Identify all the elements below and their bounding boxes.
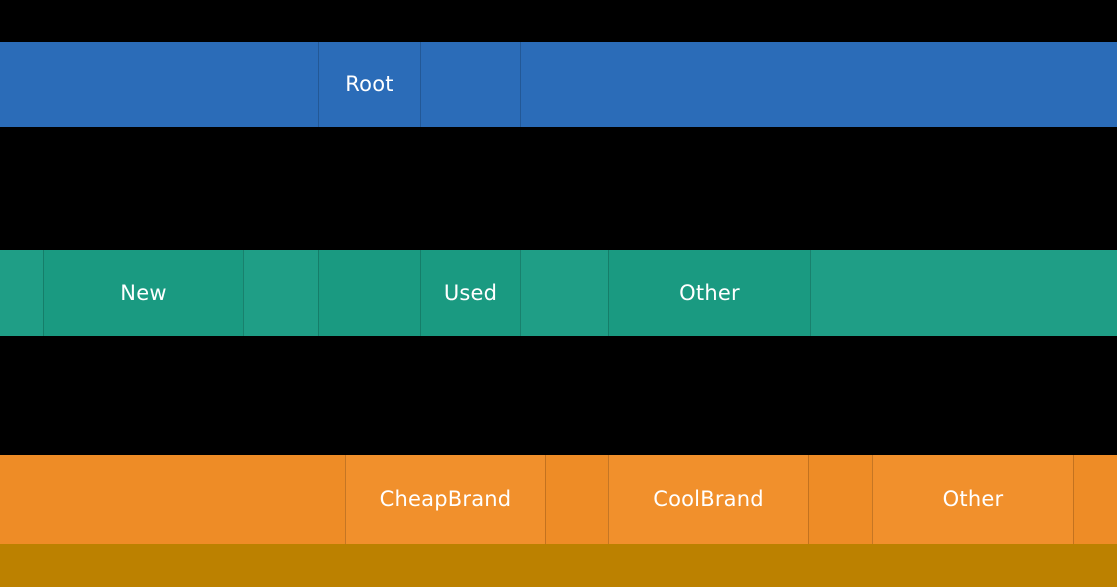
chart-segment[interactable]	[520, 250, 608, 336]
chart-level-brand-level: CheapBrand CoolBrand Other	[0, 455, 1117, 544]
chart-segment-label: CheapBrand	[379, 487, 512, 511]
chart-segment[interactable]	[0, 250, 43, 336]
chart-segment[interactable]	[243, 250, 318, 336]
chart-segment[interactable]	[1073, 455, 1117, 544]
chart-segment[interactable]	[318, 250, 420, 336]
chart-segment[interactable]	[810, 250, 1117, 336]
chart-segment-label: Other	[679, 280, 740, 305]
chart-segment-label: New	[120, 280, 167, 305]
chart-segment[interactable]	[520, 42, 1117, 127]
chart-segment[interactable]	[420, 42, 520, 127]
chart-segment[interactable]	[0, 455, 345, 544]
chart-segment-label: Used	[443, 280, 498, 305]
chart-segment[interactable]	[545, 455, 608, 544]
chart-segment[interactable]	[0, 544, 1117, 587]
chart-segment-label: CoolBrand	[653, 487, 764, 511]
chart-segment-label: Root	[345, 72, 394, 96]
chart-segment-other[interactable]: Other	[872, 455, 1073, 544]
chart-level-root-level: Root	[0, 42, 1117, 127]
chart-segment[interactable]	[0, 42, 318, 127]
chart-segment-new[interactable]: New	[43, 250, 243, 336]
chart-segment-label: Other	[942, 487, 1004, 511]
chart-level-leaf-level	[0, 544, 1117, 587]
chart-level-condition-level: New Used Other	[0, 250, 1117, 336]
chart-segment-cheapbrand[interactable]: CheapBrand	[345, 455, 545, 544]
chart-segment[interactable]	[808, 455, 872, 544]
chart-segment-other[interactable]: Other	[608, 250, 810, 336]
chart-segment-coolbrand[interactable]: CoolBrand	[608, 455, 808, 544]
chart-segment-root[interactable]: Root	[318, 42, 420, 127]
chart-segment-used[interactable]: Used	[420, 250, 520, 336]
